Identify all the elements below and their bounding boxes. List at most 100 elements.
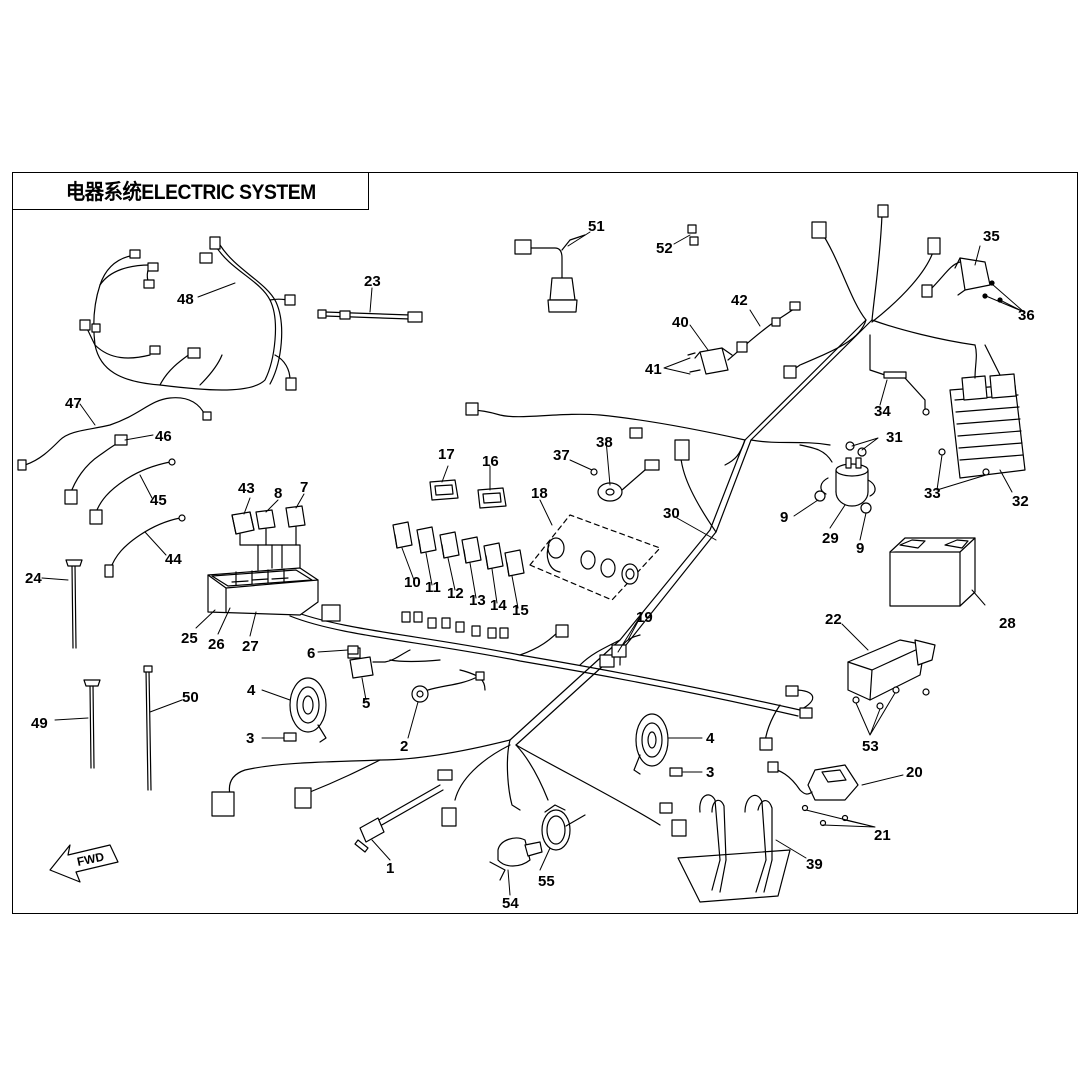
callout-38: 38 xyxy=(596,434,613,451)
callout-29: 29 xyxy=(822,530,839,547)
nut-31 xyxy=(845,441,867,457)
callout-34: 34 xyxy=(874,403,891,420)
sensor-5 xyxy=(349,649,411,679)
callout-18: 18 xyxy=(531,485,548,502)
starter-relay-29 xyxy=(799,444,876,507)
cable-42 xyxy=(727,301,801,361)
callout-15: 15 xyxy=(512,602,529,619)
callout-3-right: 3 xyxy=(706,764,714,781)
cable-tie-24 xyxy=(65,559,83,649)
battery-28 xyxy=(889,537,976,607)
socket-kit-18 xyxy=(529,514,661,601)
cable-23 xyxy=(317,309,423,323)
title-box: 电器系统ELECTRIC SYSTEM xyxy=(12,172,369,210)
cable-44 xyxy=(104,514,186,578)
callout-48: 48 xyxy=(177,291,194,308)
cable-tie-49 xyxy=(83,679,101,769)
callout-5: 5 xyxy=(362,695,370,712)
callout-20: 20 xyxy=(906,764,923,781)
callout-9-right: 9 xyxy=(856,540,864,557)
horn-4-left xyxy=(289,677,327,743)
connector-52 xyxy=(687,224,699,246)
callout-3-left: 3 xyxy=(246,730,254,747)
wire-35 xyxy=(921,261,1003,303)
module-20 xyxy=(767,761,859,827)
callout-41: 41 xyxy=(645,361,662,378)
module-40 xyxy=(687,347,733,375)
cable-tie-50 xyxy=(143,665,153,791)
callout-1: 1 xyxy=(386,860,394,877)
callout-43: 43 xyxy=(238,480,255,497)
callout-54: 54 xyxy=(502,895,519,912)
callout-9-left: 9 xyxy=(780,509,788,526)
callout-27: 27 xyxy=(242,638,259,655)
switch-16 xyxy=(477,487,507,509)
callout-45: 45 xyxy=(150,492,167,509)
callout-55: 55 xyxy=(538,873,555,890)
cable-47 xyxy=(17,397,212,471)
relay-8 xyxy=(255,509,276,530)
switch-17 xyxy=(429,479,459,501)
callout-17: 17 xyxy=(438,446,455,463)
component-54 xyxy=(489,837,543,881)
switch-row xyxy=(392,521,525,577)
callout-49: 49 xyxy=(31,715,48,732)
callout-50: 50 xyxy=(182,689,199,706)
main-wiring-harness xyxy=(228,214,976,826)
bolt-9a xyxy=(814,490,826,502)
callout-13: 13 xyxy=(469,592,486,609)
callout-52: 52 xyxy=(656,240,673,257)
callout-26: 26 xyxy=(208,636,225,653)
callout-30: 30 xyxy=(663,505,680,522)
callout-16: 16 xyxy=(482,453,499,470)
callout-23: 23 xyxy=(364,273,381,290)
callout-44: 44 xyxy=(165,551,182,568)
ecu-22 xyxy=(847,639,936,710)
regulator-32 xyxy=(938,344,1026,479)
callout-14: 14 xyxy=(490,597,507,614)
callout-40: 40 xyxy=(672,314,689,331)
component-35 xyxy=(954,257,991,296)
callout-28: 28 xyxy=(999,615,1016,632)
callout-42: 42 xyxy=(731,292,748,309)
wire-34 xyxy=(869,334,930,416)
relay-43 xyxy=(231,511,255,535)
callout-12: 12 xyxy=(447,585,464,602)
callout-11: 11 xyxy=(425,579,441,596)
bolt-3-left xyxy=(283,732,297,742)
callout-32: 32 xyxy=(1012,493,1029,510)
forward-arrow-label: FWD xyxy=(76,849,106,868)
sensor-1 xyxy=(354,769,453,853)
switch-2 xyxy=(411,671,485,703)
callout-35: 35 xyxy=(983,228,1000,245)
relay-leaders xyxy=(239,526,301,571)
relay-7 xyxy=(285,505,306,528)
callout-46: 46 xyxy=(155,428,172,445)
callout-7: 7 xyxy=(300,479,308,496)
forward-arrow-icon xyxy=(49,844,119,883)
callout-8: 8 xyxy=(274,485,282,502)
callout-31: 31 xyxy=(886,429,903,446)
cable-46 xyxy=(64,434,128,505)
callout-19: 19 xyxy=(636,609,653,626)
callout-39: 39 xyxy=(806,856,823,873)
horn-4-right xyxy=(633,713,669,775)
callout-36: 36 xyxy=(1018,307,1035,324)
leader-lines xyxy=(41,231,1025,896)
callout-51: 51 xyxy=(588,218,605,235)
page-title: 电器系统ELECTRIC SYSTEM xyxy=(65,181,316,204)
callout-10: 10 xyxy=(404,574,421,591)
callout-25: 25 xyxy=(181,630,198,647)
holder-39 xyxy=(677,794,791,903)
clamp-55 xyxy=(541,804,586,851)
callout-4-right: 4 xyxy=(706,730,715,747)
callout-labels: 1 2 3 3 4 4 5 6 7 8 9 9 10 11 12 13 14 1… xyxy=(25,218,1035,912)
sensor-38 xyxy=(597,459,660,502)
callout-47: 47 xyxy=(65,395,82,412)
callout-6: 6 xyxy=(307,645,315,662)
callout-2: 2 xyxy=(400,738,408,755)
fuse-box xyxy=(207,567,319,616)
connector-51 xyxy=(514,234,586,313)
sub-harness-48-connectors xyxy=(79,236,297,391)
